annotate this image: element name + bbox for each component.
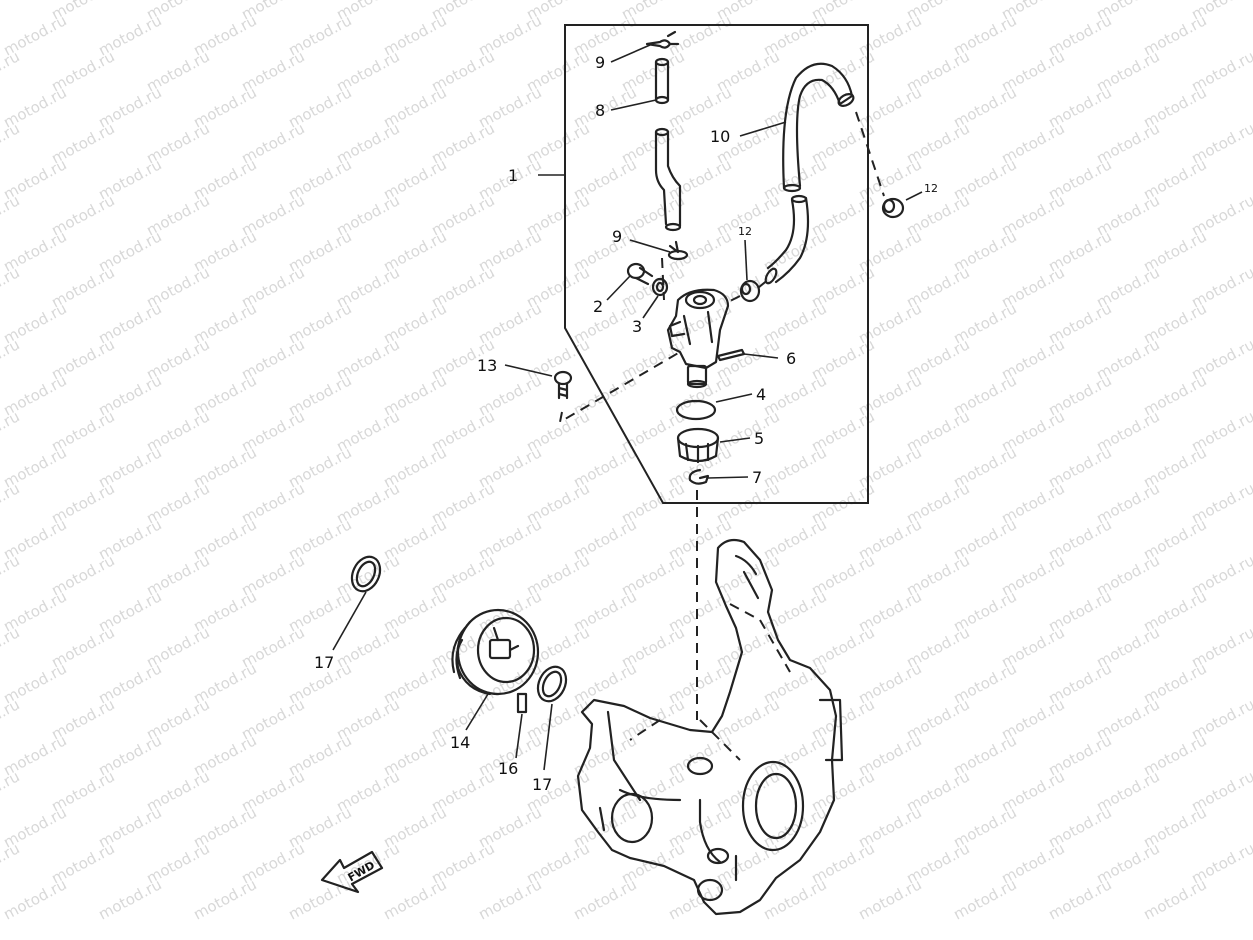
callout-5: 5 [754,429,764,448]
watermark-text: motod.ru [0,191,23,239]
hose-10 [764,62,855,285]
grommet-left [739,279,761,303]
callout-12-left: 12 [738,225,752,238]
callout-16: 16 [498,759,518,778]
watermark-text: motod.ru [665,875,734,923]
o-ring-4 [675,399,717,421]
callout-1: 1 [508,166,518,185]
watermark-text: motod.ru [0,119,23,167]
watermark-text: motod.ru [0,263,23,311]
grommet-right [881,197,905,219]
watermark-text: motod.ru [1045,875,1114,923]
leader-lines [332,44,923,771]
watermark-text: motod.ru [760,875,829,923]
watermark-text: motod.ru [0,551,23,599]
watermark-text: motod.ru [0,335,23,383]
watermark-text: motod.ru [855,875,924,923]
watermark-text: motod.ru [570,875,639,923]
seal-17-right [536,665,568,703]
callout-8: 8 [595,101,605,120]
watermark-text: motod.ru [0,839,23,887]
hose-clip-lower [667,240,689,261]
center-axis [661,257,698,720]
dowel-16 [516,692,528,714]
callout-7: 7 [752,468,762,487]
screw-13 [553,370,573,400]
watermark-text: motod.ru [0,47,23,95]
hose-clip-top [645,30,680,49]
watermark-text: motod.ru [950,875,1019,923]
screw-guide-line [558,351,681,424]
callout-17-right: 17 [532,775,552,794]
callout-3: 3 [632,317,642,336]
watermark-text: motod.ru [285,875,354,923]
callout-13: 13 [477,356,497,375]
washer-3 [651,277,669,297]
seal-17-left [350,555,382,593]
callout-17-left: 17 [314,653,334,672]
callout-9-top: 9 [595,53,605,72]
watermark-text: motod.ru [0,407,23,455]
watermark-text: motod.ru [0,767,23,815]
watermark-text: motod.ru [0,695,23,743]
callout-2: 2 [593,297,603,316]
callout-12-right: 12 [924,182,938,195]
callout-6: 6 [786,349,796,368]
assembly-outline [564,24,869,504]
watermark-text: motod.ru [0,479,23,527]
bolt-2 [626,262,654,286]
watermark-text: motod.ru [1140,875,1209,923]
callout-labels: 9 8 10 1 12 9 12 2 3 13 6 4 5 7 17 14 16… [314,53,938,794]
callout-9-lower: 9 [612,227,622,246]
watermark-text: motod.ru [0,623,23,671]
callout-4: 4 [756,385,766,404]
water-pump-housing [666,288,730,389]
impeller-5 [676,427,720,464]
pulley-14 [451,608,540,696]
callout-10: 10 [710,127,730,146]
circlip-7 [688,468,710,485]
watermark-text: motod.ru [380,875,449,923]
watermark-text: motod.ru [475,875,544,923]
crankcase [576,538,844,916]
watermark-text: motod.ru [95,875,164,923]
hose-8 [654,57,682,232]
watermark-text: motod.ru [0,875,69,923]
watermark-text: motod.ru [190,875,259,923]
callout-14: 14 [450,733,470,752]
watermark-text: motod.ru [0,0,23,24]
